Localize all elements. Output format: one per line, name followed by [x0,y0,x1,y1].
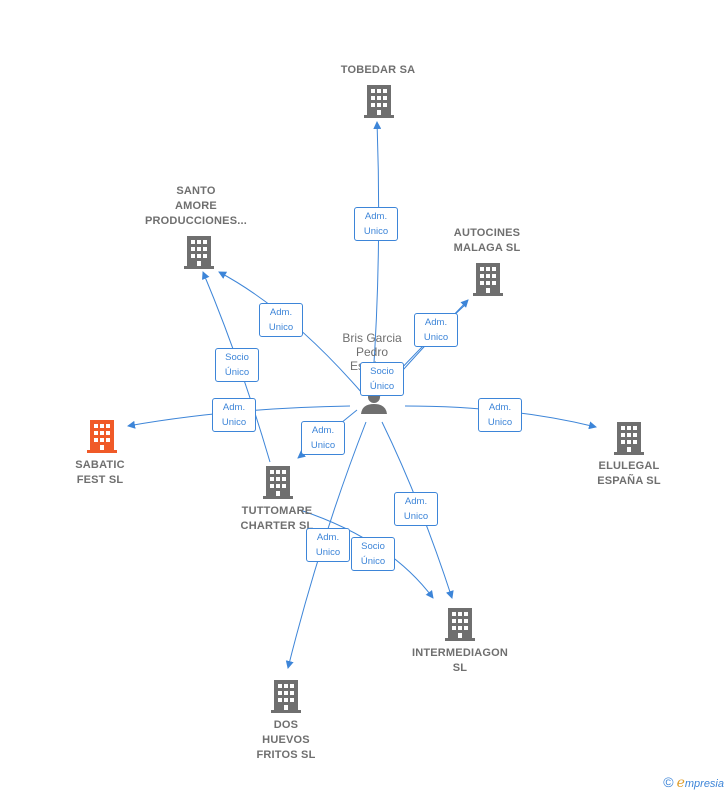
building-icon [473,263,503,296]
edge-label-autocines-socio[interactable]: Socio Único [360,362,404,396]
building-icon [184,236,214,269]
company-label: SABATIC FEST SL [75,459,125,486]
brand-name: mpresia [684,778,724,790]
edge-label-autocines[interactable]: Adm. Unico [414,313,458,347]
company-label: DOS HUEVOS FRITOS SL [256,719,316,761]
edge-label-tuttomare-santo[interactable]: Socio Único [215,348,259,382]
building-icon [271,680,301,713]
edge-label-santo[interactable]: Adm. Unico [259,303,303,337]
building-icon [445,608,475,641]
company-label: AUTOCINES MALAGA SL [453,227,521,254]
copyright-icon: © [663,774,674,790]
edge-label-elulegal[interactable]: Adm. Unico [478,398,522,432]
company-label: TOBEDAR SA [340,64,416,76]
company-label: INTERMEDIAGON SL [411,647,509,674]
edge-label-tuttomare-intermediagon[interactable]: Socio Único [351,537,395,571]
edge-label-sabatic[interactable]: Adm. Unico [212,398,256,432]
edge-tobedar [371,121,382,393]
edge-label-tobedar[interactable]: Adm. Unico [354,207,398,241]
brand-watermark: ©empresia [663,774,724,791]
edge-label-dos[interactable]: Adm. Unico [306,528,350,562]
company-label: SANTO AMORE PRODUCCIONES... [144,185,247,227]
building-icon [87,420,117,453]
company-label: TUTTOMARE CHARTER SL [240,505,314,532]
edge-label-intermediagon[interactable]: Adm. Unico [394,492,438,526]
building-icon [263,466,293,499]
company-label: ELULEGAL ESPAÑA SL [597,460,661,487]
edge-label-tuttomare[interactable]: Adm. Unico [301,421,345,455]
brand-initial: e [676,775,685,791]
building-icon [364,85,394,118]
building-icon [614,422,644,455]
